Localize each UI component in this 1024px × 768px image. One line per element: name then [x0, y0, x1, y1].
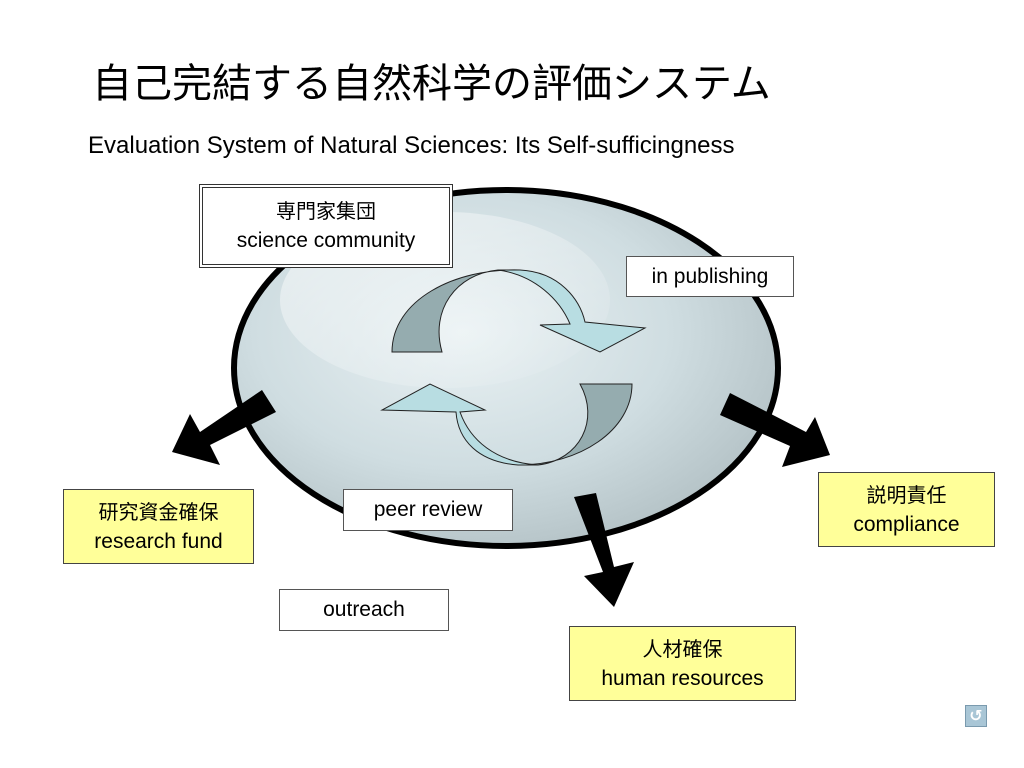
- human-resources-en: human resources: [601, 666, 764, 690]
- peer-review-box: peer review: [343, 489, 513, 531]
- slide-subtitle: Evaluation System of Natural Sciences: I…: [88, 132, 735, 159]
- peer-review-label: peer review: [373, 498, 483, 521]
- arrow-to-research-fund: [172, 390, 276, 465]
- science-community-box: 専門家集団 science community: [199, 184, 453, 268]
- in-publishing-label: in publishing: [651, 264, 769, 288]
- arrow-to-human-resources: [574, 493, 634, 607]
- compliance-en: compliance: [853, 512, 960, 536]
- lower-cycle-arrow: [380, 383, 633, 466]
- outreach-label: outreach: [323, 598, 405, 621]
- science-community-jp: 専門家集団: [276, 199, 376, 223]
- human-resources-jp: 人材確保: [642, 636, 723, 661]
- research-fund-box: 研究資金確保 research fund: [63, 489, 254, 564]
- arrow-to-compliance: [720, 393, 830, 467]
- slide-title: 自己完結する自然科学の評価システム: [92, 61, 771, 107]
- outreach-box: outreach: [279, 589, 449, 631]
- compliance-jp: 説明責任: [866, 482, 947, 507]
- in-publishing-box: in publishing: [626, 256, 794, 297]
- research-fund-jp: 研究資金確保: [98, 499, 219, 524]
- return-icon[interactable]: ↺: [965, 705, 987, 727]
- research-fund-en: research fund: [94, 529, 223, 553]
- upper-cycle-arrow: [391, 269, 647, 353]
- human-resources-box: 人材確保 human resources: [569, 626, 796, 701]
- science-community-en: science community: [236, 229, 416, 252]
- compliance-box: 説明責任 compliance: [818, 472, 995, 547]
